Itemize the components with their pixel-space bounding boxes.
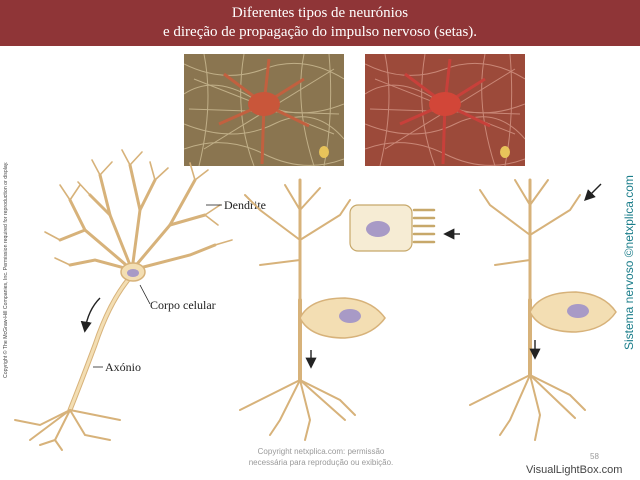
multipolar-neuron [14,149,233,451]
footer-note-line-1: Copyright netxplica.com: permissão [257,447,385,456]
impulse-arrow-1 [80,297,101,333]
neuron-micrograph-natural [184,54,344,166]
title-line-2: e direção de propagação do impulso nervo… [162,24,478,40]
page-number: 58 [590,452,599,461]
footer-permission-note: Copyright netxplica.com: permissão neces… [226,446,416,468]
bipolar-neuron [239,178,356,441]
neuron-micrograph-tinted [365,54,525,166]
impulse-arrow-3a [584,183,602,201]
watermark: VisualLightBox.com [526,464,623,476]
label-dendrite: Dendrite [224,198,266,212]
title-banner: Diferentes tipos de neurónios e direção … [0,0,640,46]
title-line-1: Diferentes tipos de neurónios [231,5,409,21]
label-axon: Axónio [105,360,141,374]
label-cell-body: Corpo celular [150,298,216,312]
footer-note-line-2: necessária para reprodução ou exibição. [248,458,394,467]
